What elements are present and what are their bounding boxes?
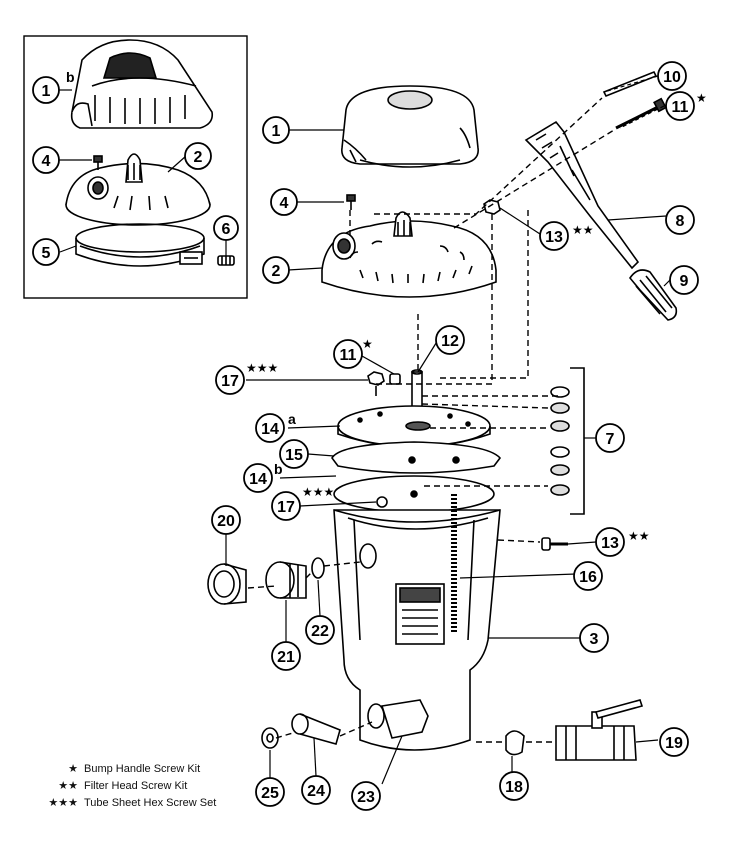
callout-11-handle: 11: [672, 99, 689, 116]
screw-11-tube: [389, 373, 401, 385]
handle-grip-9: [629, 269, 678, 321]
callout-16: 16: [579, 569, 597, 586]
callout-5: 5: [42, 245, 51, 262]
callout-3: 3: [590, 631, 599, 648]
callout-12: 12: [441, 333, 459, 350]
manifold-14b: [333, 475, 495, 513]
callout-2-inset: 2: [194, 149, 203, 166]
hex-nut-13-top: [483, 199, 501, 215]
callout-4-inset: 4: [42, 153, 51, 170]
callout-19: 19: [665, 735, 683, 752]
legend-stars: ★★★: [48, 796, 78, 809]
callout-13-head: 13: [545, 229, 563, 246]
callout-1b: 1: [42, 83, 51, 100]
callout-14b-suffix: b: [274, 461, 283, 477]
screw-11-handle: [615, 97, 667, 130]
callout-1b-suffix: b: [66, 69, 75, 85]
callout-4: 4: [280, 195, 289, 212]
ball-valve-19: [555, 699, 644, 761]
leader-lines: [54, 75, 671, 785]
legend-row-tube-sheet: ★★★ Tube Sheet Hex Screw Set: [40, 794, 300, 811]
callout-10: 10: [663, 69, 681, 86]
inset-clamp-band-5: [75, 223, 205, 267]
callout-6: 6: [222, 221, 231, 238]
callout-17-top-stars: ★★★: [246, 361, 278, 375]
callout-13-tank-stars: ★★: [628, 529, 650, 543]
callout-13-tank: 13: [601, 535, 619, 552]
union-21: [265, 561, 307, 599]
o-rings-7: [550, 367, 585, 515]
callout-2: 2: [272, 263, 281, 280]
bump-handle-8: [524, 120, 640, 270]
washer-25: [261, 727, 279, 749]
legend-label: Bump Handle Screw Kit: [84, 763, 201, 775]
callout-9: 9: [680, 273, 689, 290]
legend-label: Tube Sheet Hex Screw Set: [84, 797, 217, 809]
callout-8: 8: [676, 213, 685, 230]
callout-11-tube: 11: [340, 347, 357, 364]
filter-tank-3: [333, 494, 501, 751]
callout-7: 7: [606, 431, 615, 448]
legend-stars: ★★: [58, 779, 78, 792]
callout-20: 20: [217, 513, 235, 530]
callout-17-bottom: 17: [277, 499, 295, 516]
hex-screw-17-top: [367, 371, 385, 396]
pressure-gauge-20: [207, 563, 247, 605]
inset-screw-4: [93, 155, 103, 170]
callout-18: 18: [505, 779, 523, 796]
callout-11-tube-stars: ★: [362, 337, 373, 351]
callout-23: 23: [357, 789, 375, 806]
callout-25: 25: [261, 785, 279, 802]
legend-row-bump-handle: ★ Bump Handle Screw Kit: [40, 760, 300, 777]
callout-17-bottom-stars: ★★★: [302, 485, 334, 499]
o-ring-22: [311, 557, 325, 579]
callout-17-top: 17: [221, 373, 239, 390]
legend-stars: ★: [68, 762, 78, 775]
screw-13-tank: [541, 537, 568, 551]
callout-1: 1: [272, 123, 281, 140]
callout-22: 22: [311, 623, 329, 640]
callout-13-head-stars: ★★: [572, 223, 594, 237]
assembly-dashed-lines: [247, 97, 615, 743]
screw-kit-legend: ★ Bump Handle Screw Kit ★★ Filter Head Scr…: [40, 760, 300, 811]
screw-4: [346, 194, 356, 210]
filter-head-2: [321, 211, 497, 298]
inset-clamp-screw-6: [217, 255, 235, 266]
callout-24: 24: [307, 783, 325, 800]
drain-adapter-24: [291, 713, 341, 745]
inset-bump-cap-1b: [70, 39, 214, 129]
callout-21: 21: [277, 649, 295, 666]
callout-14a-suffix: a: [288, 411, 296, 427]
inset-frame: [23, 35, 248, 299]
callout-11-handle-stars: ★: [696, 91, 707, 105]
callout-14a: 14: [261, 421, 279, 438]
callout-14b: 14: [249, 471, 267, 488]
legend-label: Filter Head Screw Kit: [84, 780, 188, 792]
callout-15: 15: [285, 447, 303, 464]
drain-plug-18: [505, 730, 525, 756]
legend-row-filter-head: ★★ Filter Head Screw Kit: [40, 777, 300, 794]
tube-sheet-14a: [337, 405, 491, 448]
inset-filter-head-2: [65, 153, 211, 226]
tube-sheet-gasket-15: [331, 441, 502, 474]
bump-cap-1: [341, 85, 479, 168]
